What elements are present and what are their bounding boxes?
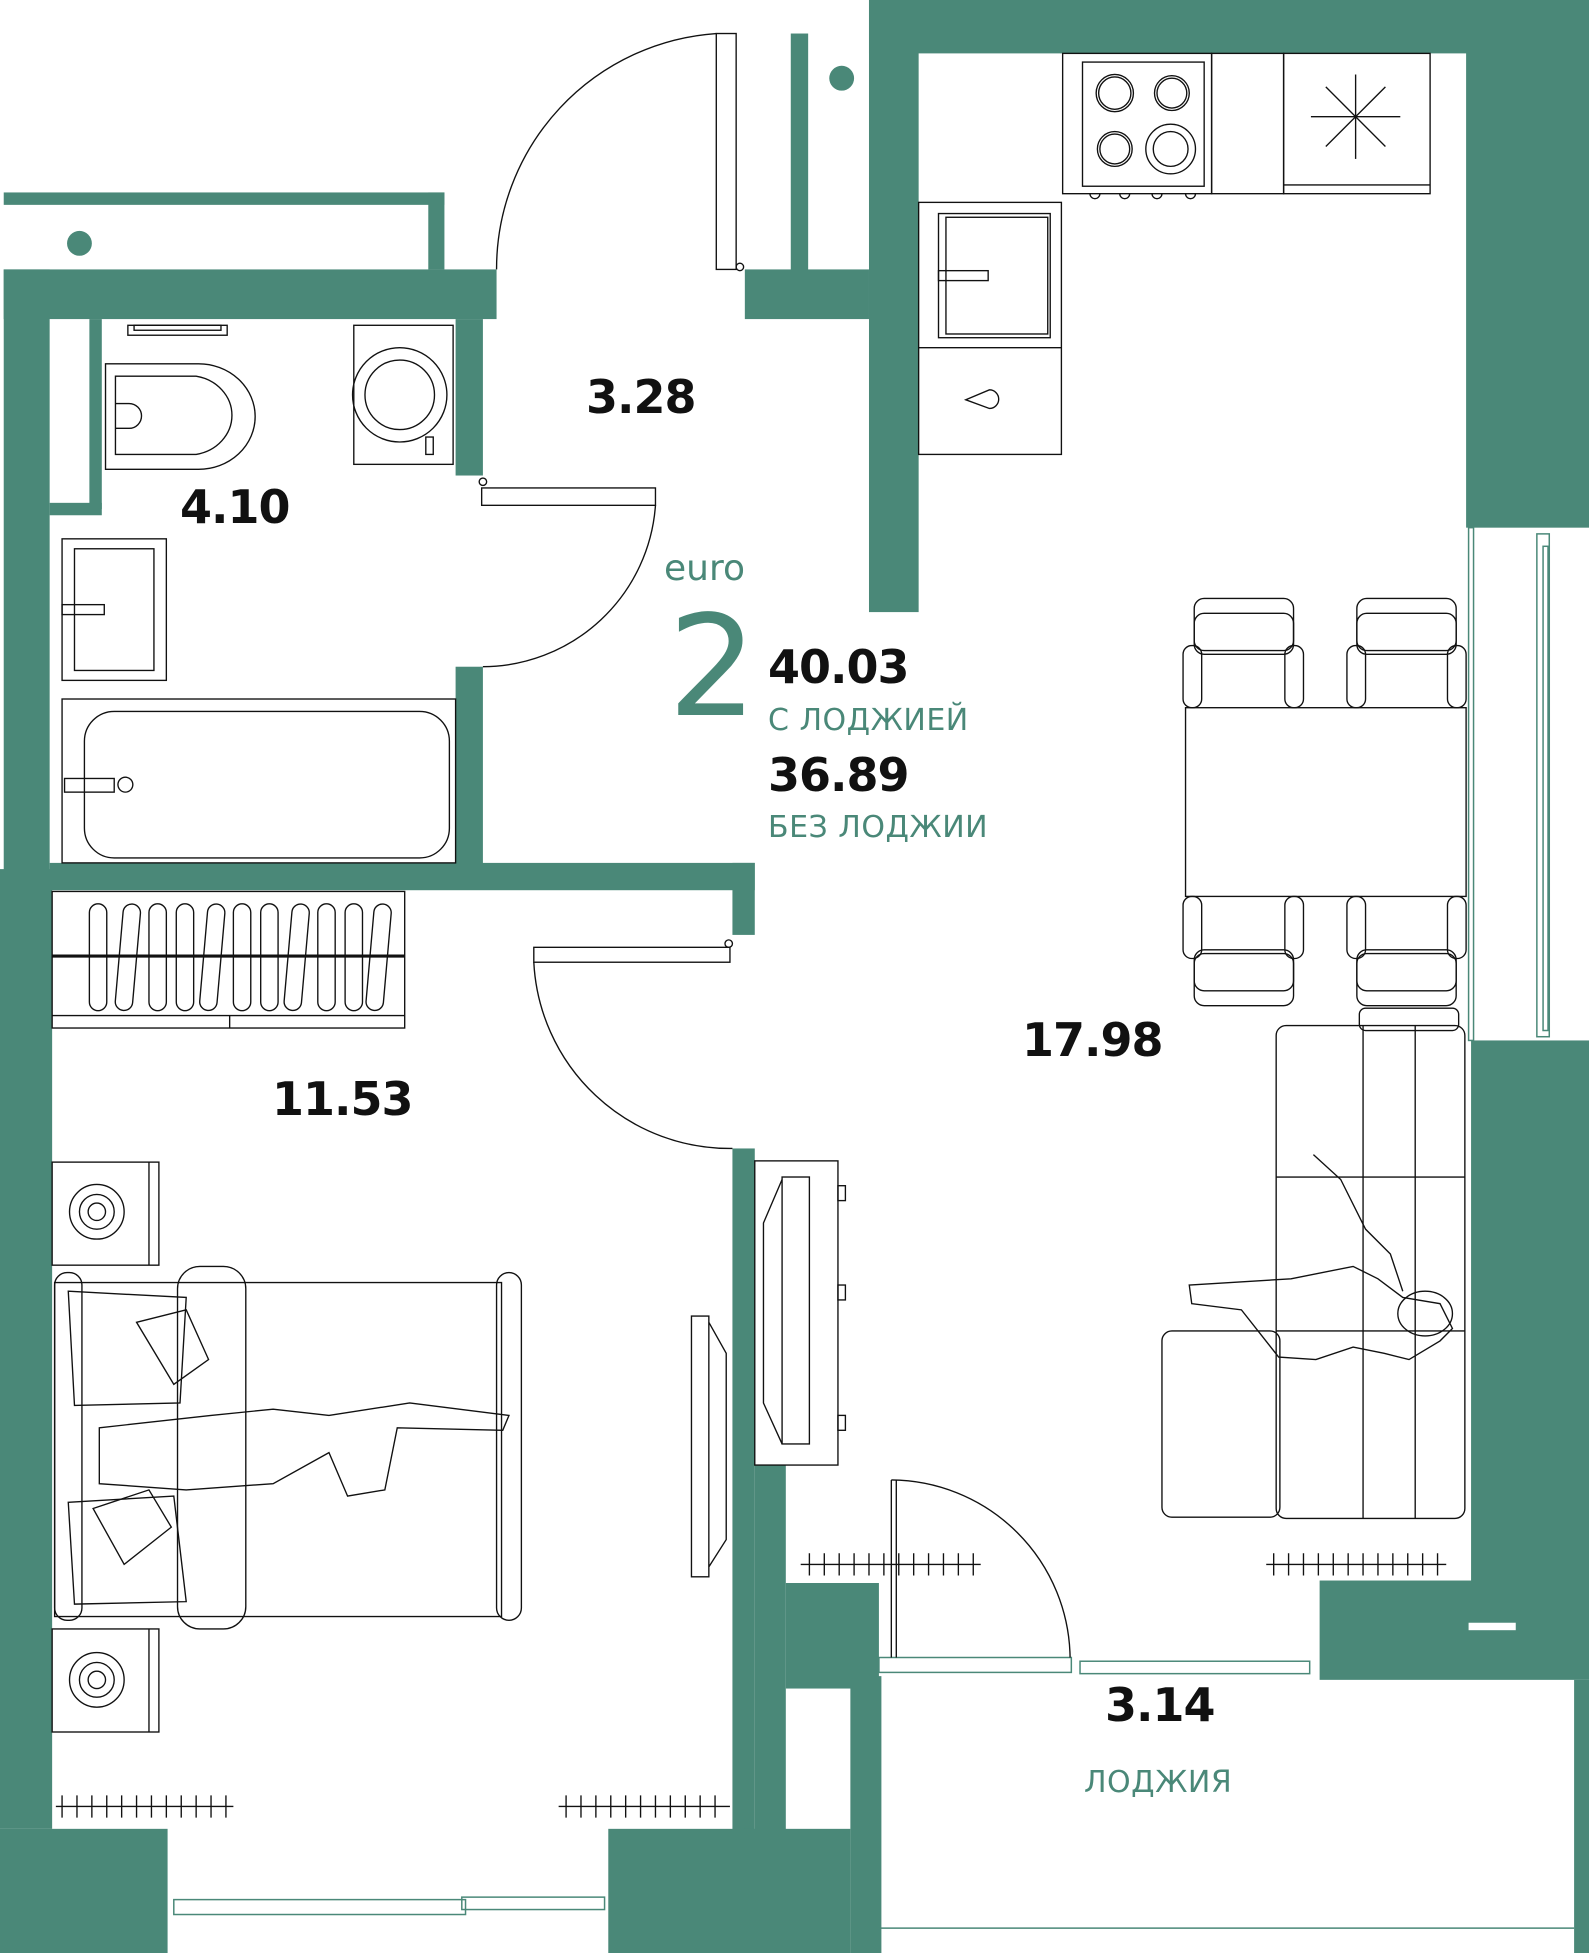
sink-icon	[61, 538, 168, 682]
apartment-type-label: euro	[664, 548, 745, 589]
tv-stand-icon	[690, 1315, 727, 1578]
tv-stand-icon	[754, 1160, 847, 1466]
door-swing-icon	[478, 32, 1071, 1658]
stove-icon	[1061, 52, 1213, 200]
window-icon	[173, 526, 1575, 1929]
kitchen-living-area: 17.98	[1022, 1013, 1164, 1067]
rooms-count: 2	[668, 586, 758, 749]
bed-icon	[53, 1265, 523, 1630]
loggia-area: 3.14	[1105, 1678, 1215, 1732]
bathroom-area: 4.10	[180, 480, 290, 534]
chair-icon	[1182, 597, 1467, 1007]
person-icon	[1188, 1154, 1454, 1361]
hallway-area: 3.28	[586, 370, 696, 424]
loggia-caption: ЛОДЖИЯ	[1084, 1765, 1233, 1800]
washing-machine-icon	[351, 324, 454, 466]
toilet-icon	[104, 324, 256, 470]
area-without-loggia: 36.89	[768, 748, 910, 802]
bedroom-area: 11.53	[272, 1072, 414, 1126]
area-with-loggia-caption: С ЛОДЖИЕЙ	[768, 703, 969, 738]
area-with-loggia: 40.03	[768, 640, 910, 694]
countertop	[1210, 52, 1285, 195]
wardrobe-icon	[51, 890, 406, 1029]
sofa-icon	[1161, 1007, 1466, 1520]
nightstand-icon	[51, 1161, 160, 1733]
fridge-snowflake-icon	[1282, 52, 1431, 195]
area-without-loggia-caption: БЕЗ ЛОДЖИИ	[768, 810, 989, 845]
bathtub-icon	[61, 698, 457, 864]
kitchen-cabinets	[917, 201, 1063, 456]
dining-table-icon	[1184, 707, 1467, 898]
radiator-icon	[55, 1553, 1447, 1818]
